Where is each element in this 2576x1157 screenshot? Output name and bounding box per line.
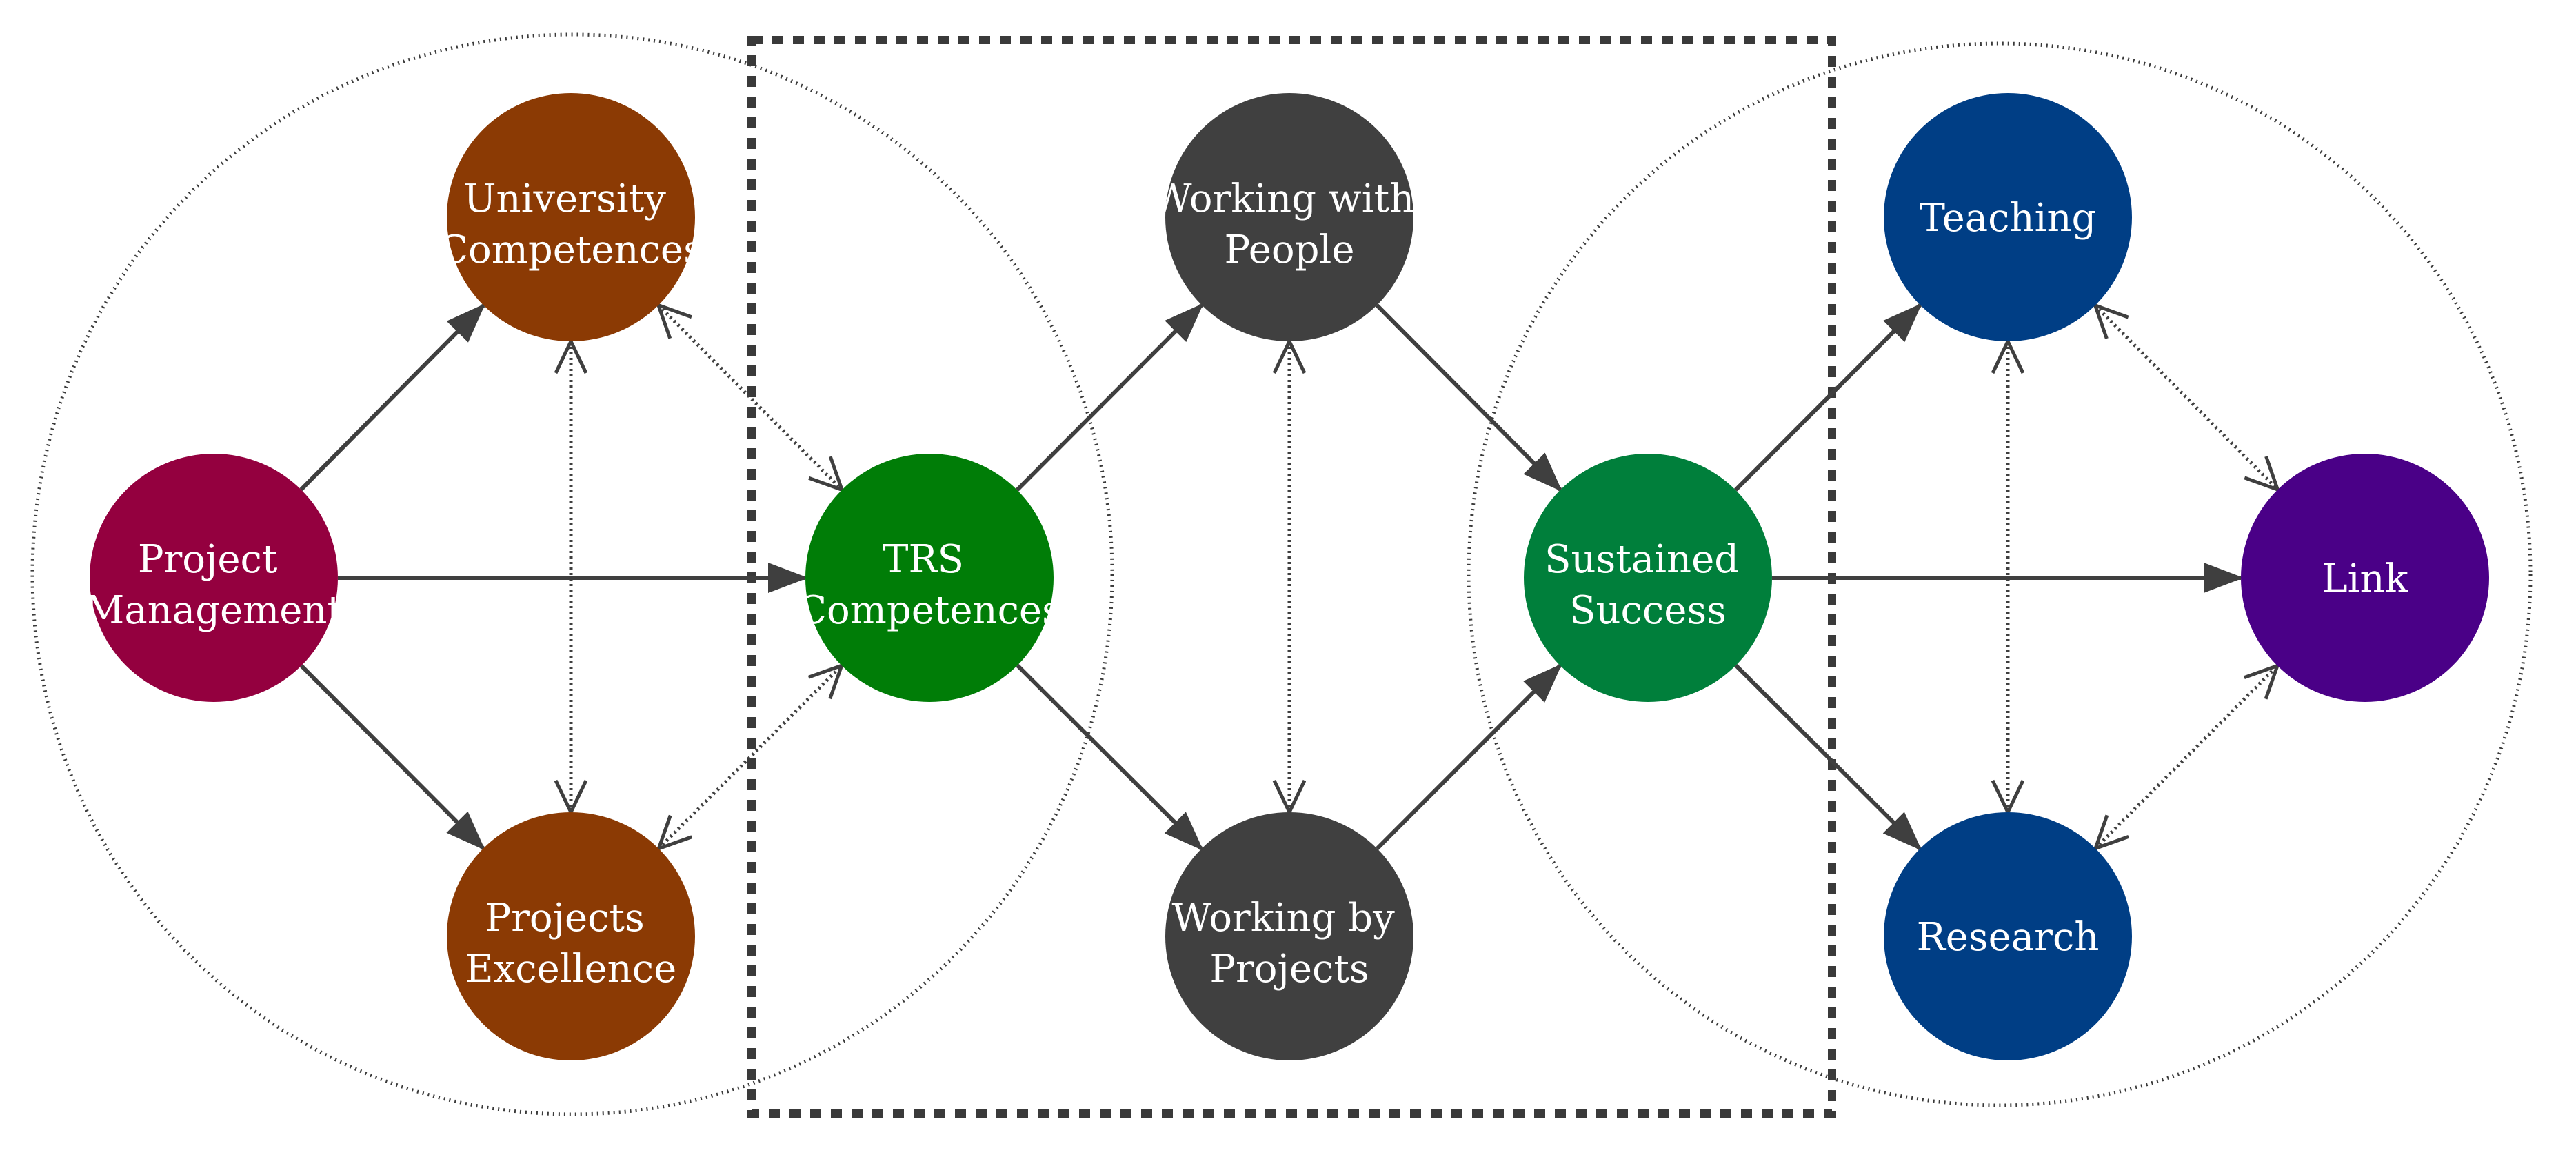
node-working-by-projects-line-2: Projects [1209,947,1369,992]
node-working-with-people-line-1: Working with [1152,177,1414,221]
node-project-management: Project Management [85,454,343,702]
dotted-arrow-research-to-link [2095,666,2277,849]
arrow-project-management-to-university-competences [299,303,486,492]
svg-text:University Competences: University Competences [439,177,703,272]
node-sustained-success-circle [1524,454,1772,702]
solid-arrows-layer [299,303,2244,851]
svg-text:Working with People: Working with People [1152,177,1427,272]
node-research: Research [1884,812,2132,1060]
arrow-trs-competences-to-working-with-people [1016,303,1204,492]
node-sustained-success-line-1: Sustained [1544,537,1739,582]
arrow-project-management-to-projects-excellence [299,664,485,851]
node-projects-excellence-line-2: Excellence [465,947,677,992]
node-sustained-success: Sustained Success [1524,454,1772,702]
node-teaching-circle [1884,93,2132,341]
node-project-management-line-2: Management [85,588,343,633]
right-group-outline [1467,41,2533,1107]
node-link: Link [2241,454,2489,702]
dotted-arrows-layer [571,305,2277,849]
svg-text:Sustained Success: Sustained Success [1544,537,1751,633]
svg-text:Teaching: Teaching [1920,196,2097,241]
node-working-by-projects-circle [1165,812,1413,1060]
node-research-line-1: Research [1917,915,2100,960]
dotted-arrow-projects-excellence-to-trs-competences [658,665,841,848]
node-project-management-line-1: Project [138,537,278,582]
node-projects-excellence: Projects Excellence [447,812,695,1060]
arrow-working-by-projects-to-sustained-success [1376,663,1562,850]
arrow-trs-competences-to-working-by-projects [1016,663,1204,851]
node-university-competences-circle [447,93,695,341]
node-link-circle [2241,454,2489,702]
arrow-sustained-success-to-research [1734,663,1922,851]
node-trs-competences: TRS Competences [797,454,1062,702]
svg-text:Research: Research [1917,915,2100,960]
node-research-circle [1884,812,2132,1060]
node-university-competences-line-1: University [463,177,666,221]
node-university-competences: University Competences [439,93,703,341]
node-sustained-success-line-2: Success [1569,588,1727,633]
node-trs-competences-line-1: TRS [883,537,964,582]
node-trs-competences-circle [805,454,1054,702]
svg-text:Link: Link [2322,556,2408,601]
node-working-with-people-line-2: People [1225,228,1355,272]
node-working-with-people-circle [1165,93,1413,341]
node-university-competences-line-2: Competences [439,228,703,272]
dotted-arrow-university-competences-to-trs-competences [658,305,842,490]
svg-text:TRS Competences: TRS Competences [797,537,1062,633]
node-working-by-projects: Working by Projects [1165,812,1413,1060]
node-project-management-circle [90,454,338,702]
svg-text:Project Management: Project Management [85,537,343,633]
node-working-with-people: Working with People [1152,93,1427,341]
node-link-line-1: Link [2322,556,2408,601]
left-group-outline [30,32,1114,1116]
arrow-working-with-people-to-sustained-success [1375,303,1562,492]
node-working-by-projects-line-1: Working by [1171,896,1395,940]
svg-text:Projects Excellence: Projects Excellence [465,896,677,992]
node-projects-excellence-line-1: Projects [485,896,644,940]
node-projects-excellence-circle [447,812,695,1060]
node-trs-competences-line-2: Competences [797,588,1062,633]
dotted-arrow-teaching-to-link [2095,305,2278,490]
arrow-sustained-success-to-teaching [1734,303,1922,492]
svg-text:Working by Projects: Working by Projects [1171,896,1407,992]
node-teaching: Teaching [1884,93,2132,341]
node-teaching-line-1: Teaching [1920,196,2097,241]
